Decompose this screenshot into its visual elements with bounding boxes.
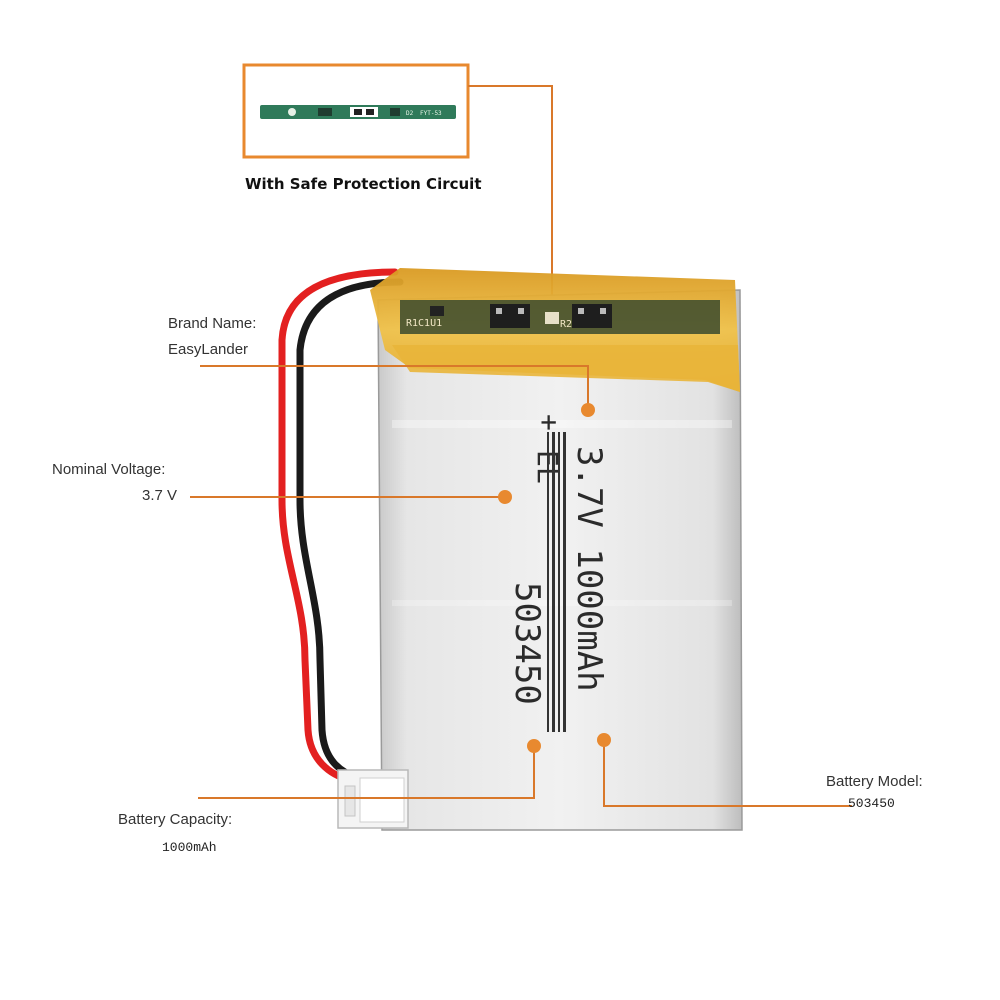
pcb-label-1: R1C1U1 [406,318,442,329]
capacity-value: 1000mAh [162,840,217,855]
printed-model: 503450 [507,582,547,705]
printed-spec: 3.7V 1000mAh [569,446,609,692]
pcb-text-d2: D2 [406,110,414,117]
circuit-leader-line [468,85,553,312]
capacity-label: Battery Capacity: [118,811,233,828]
model-value: 503450 [848,796,895,811]
pcb-label-2: R2 [560,319,572,330]
wires [278,268,404,784]
black-wire [296,278,404,782]
voltage-value: 3.7 V [142,487,178,504]
brand-leader-line [200,365,589,410]
brand-dot [581,403,595,417]
voltage-dot [498,490,512,504]
circuit-inset: D2 FYT-53 [242,63,470,159]
brand-value: EasyLander [168,341,249,358]
model-dot [597,733,611,747]
capacity-dot [527,739,541,753]
printed-plus: + [533,414,566,431]
capacity-leader-line [198,746,535,799]
voltage-label: Nominal Voltage: [52,461,166,478]
red-wire [278,268,399,784]
callout-lines [190,365,852,807]
model-label: Battery Model: [826,773,923,790]
protection-pcb [400,300,720,334]
kapton-tape: R1C1U1 R2 [370,268,740,392]
printed-barcode [547,432,566,732]
model-leader-line [603,742,852,807]
battery-print: + EL 3.7V 1000mAh 503450 [507,414,609,732]
brand-label: Brand Name: [168,315,257,332]
circuit-caption: With Safe Protection Circuit [245,175,482,193]
pcb-text-model: FYT-53 [420,110,442,117]
